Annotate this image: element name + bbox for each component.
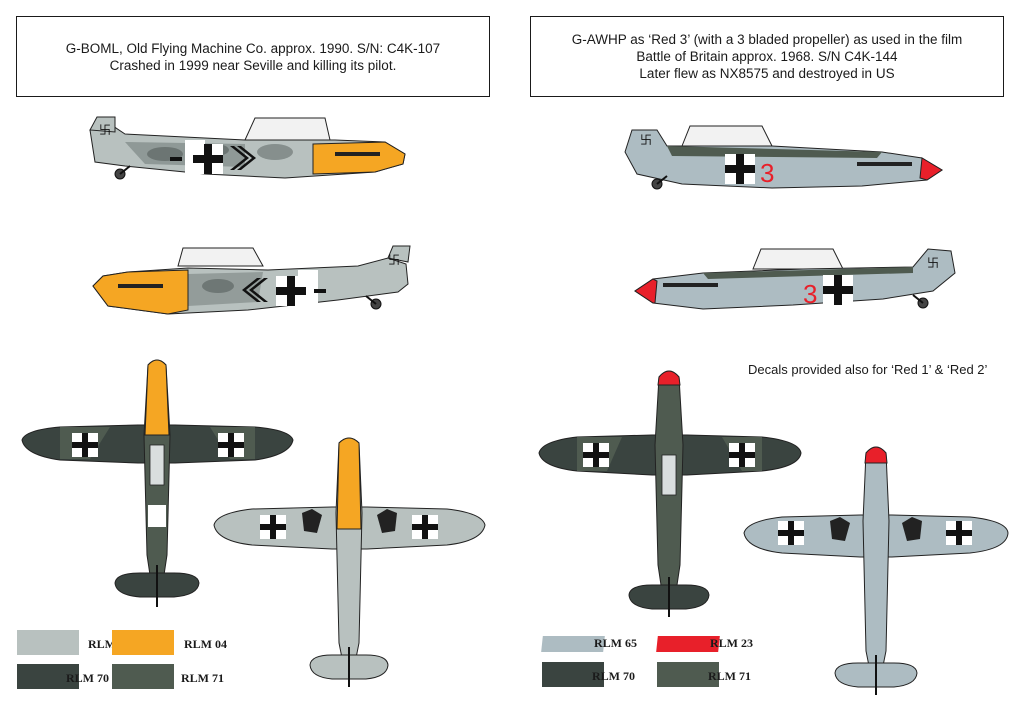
caption-right-line-3: Later flew as NX8575 and destroyed in US <box>639 66 895 81</box>
swatch-rlm04 <box>112 630 174 655</box>
red-3-code: 3 <box>760 158 774 188</box>
svg-text:卐: 卐 <box>99 123 111 137</box>
svg-text:卐: 卐 <box>927 256 939 270</box>
g-boml-left-side-view: 卐 <box>89 116 406 180</box>
svg-text:卐: 卐 <box>640 133 652 147</box>
caption-box-left: G-BOML, Old Flying Machine Co. approx. 1… <box>16 16 490 97</box>
g-boml-top-view <box>21 359 294 607</box>
red-3-code-right: 3 <box>803 279 817 309</box>
g-boml-right-side-view: 卐 <box>92 245 411 315</box>
caption-right-line-2: Battle of Britain approx. 1968. S/N C4K-… <box>636 49 898 64</box>
svg-text:卐: 卐 <box>388 253 400 267</box>
swatch-rlm70-left <box>17 664 79 689</box>
g-awhp-right-side-view: 3 卐 <box>634 248 956 310</box>
caption-box-right: G-AWHP as ‘Red 3’ (with a 3 bladed prope… <box>530 16 1004 97</box>
label-rlm04: RLM 04 <box>184 637 227 651</box>
label-rlm71-right: RLM 71 <box>708 669 751 683</box>
swatch-rlm71-left <box>112 664 174 689</box>
caption-right-line-1: G-AWHP as ‘Red 3’ (with a 3 bladed prope… <box>571 32 963 47</box>
decals-note: Decals provided also for ‘Red 1’ & ‘Red … <box>748 362 988 377</box>
caption-left-line-2: Crashed in 1999 near Seville and killing… <box>109 57 397 73</box>
g-awhp-top-view <box>538 370 802 617</box>
label-rlm70-right: RLM 70 <box>592 669 635 683</box>
caption-left-line-1: G-BOML, Old Flying Machine Co. approx. 1… <box>65 40 441 56</box>
label-rlm71-left: RLM 71 <box>181 671 224 685</box>
label-rlm70-left: RLM 70 <box>66 671 109 685</box>
g-awhp-left-side-view: 3 卐 <box>624 125 943 190</box>
label-rlm65: RLM 65 <box>594 636 637 650</box>
label-rlm23: RLM 23 <box>710 636 753 650</box>
g-awhp-bottom-view <box>743 446 1009 695</box>
g-boml-bottom-view <box>213 437 486 687</box>
swatch-rlm76-left <box>17 630 79 655</box>
swatch-rlm70-right <box>542 662 604 687</box>
swatch-rlm71-right <box>657 662 719 687</box>
